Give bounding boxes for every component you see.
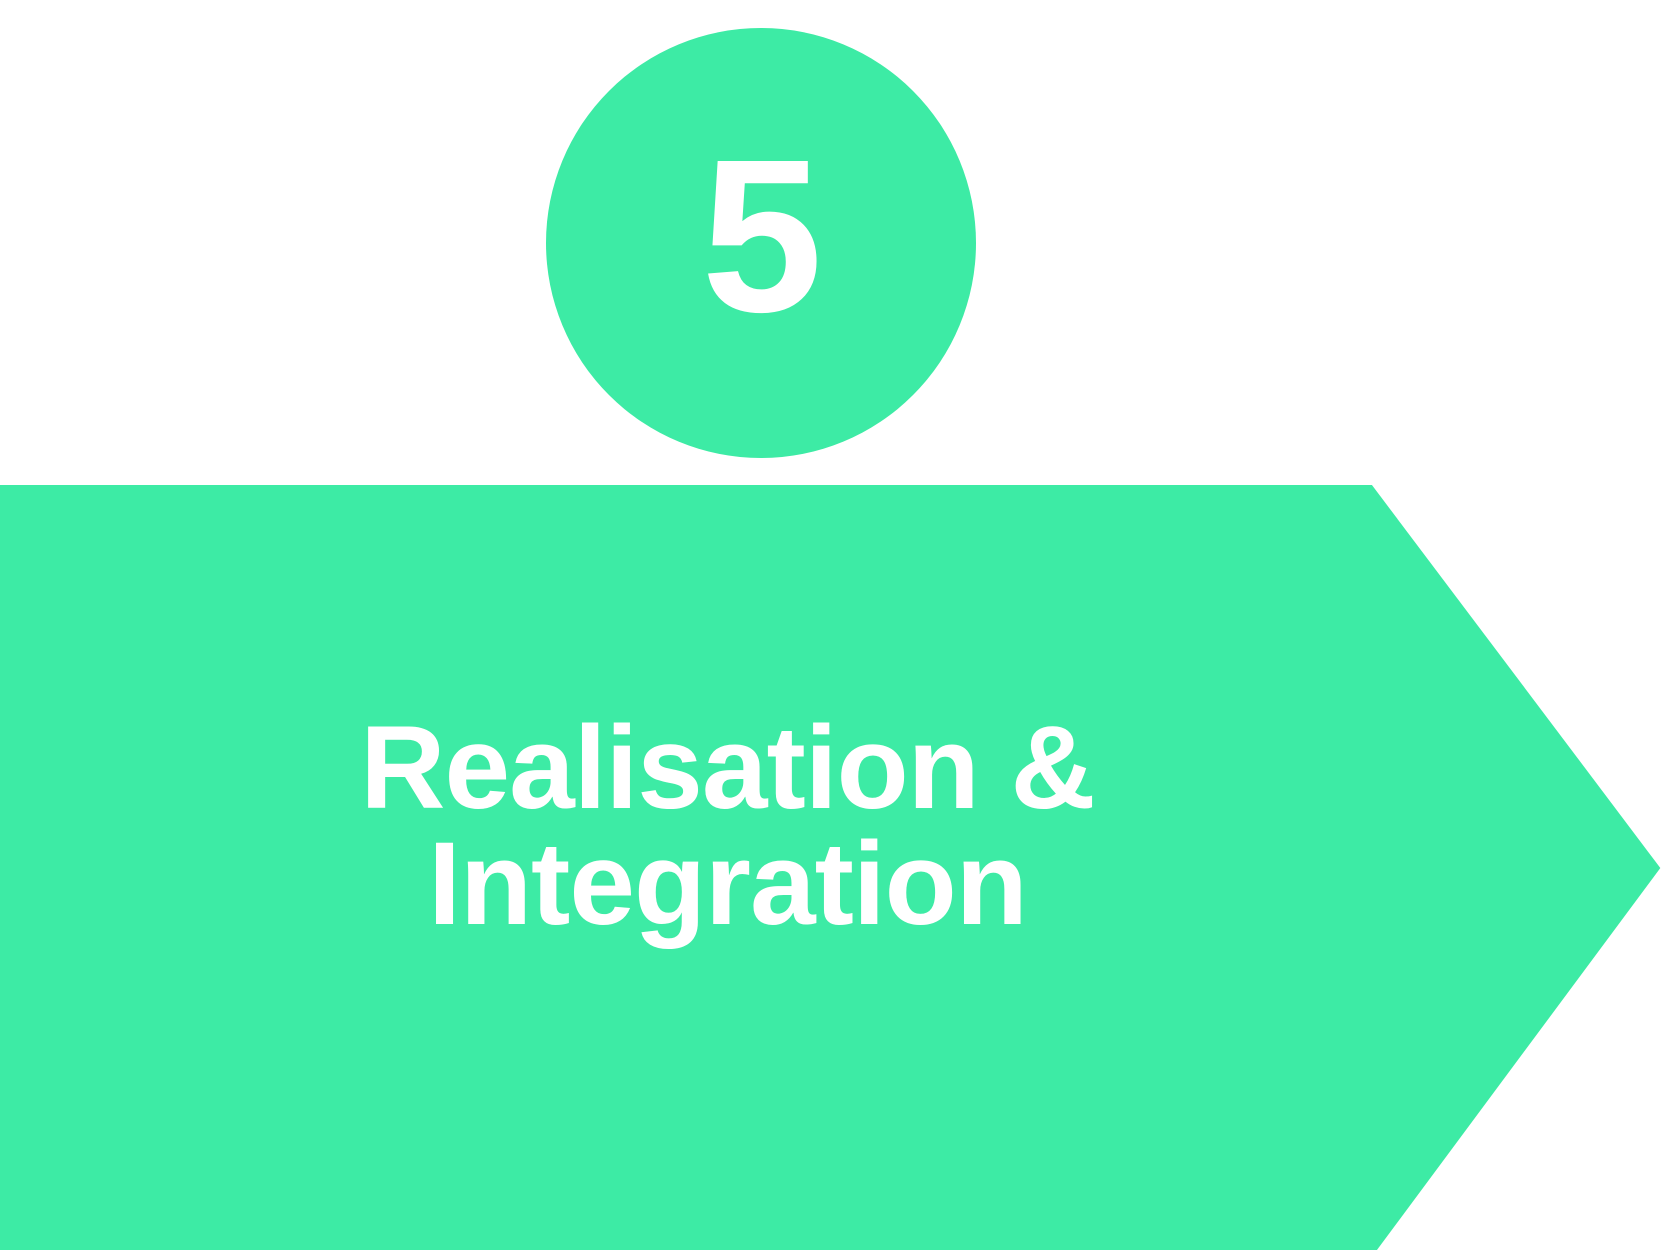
arrow-banner-shape <box>0 485 1661 1250</box>
step-number-label: 5 <box>701 115 822 358</box>
step-title-banner: Realisation & Integration <box>0 455 1667 1250</box>
step-title-label: Realisation & Integration <box>360 702 1096 950</box>
step-number-badge: 5 <box>546 28 976 458</box>
